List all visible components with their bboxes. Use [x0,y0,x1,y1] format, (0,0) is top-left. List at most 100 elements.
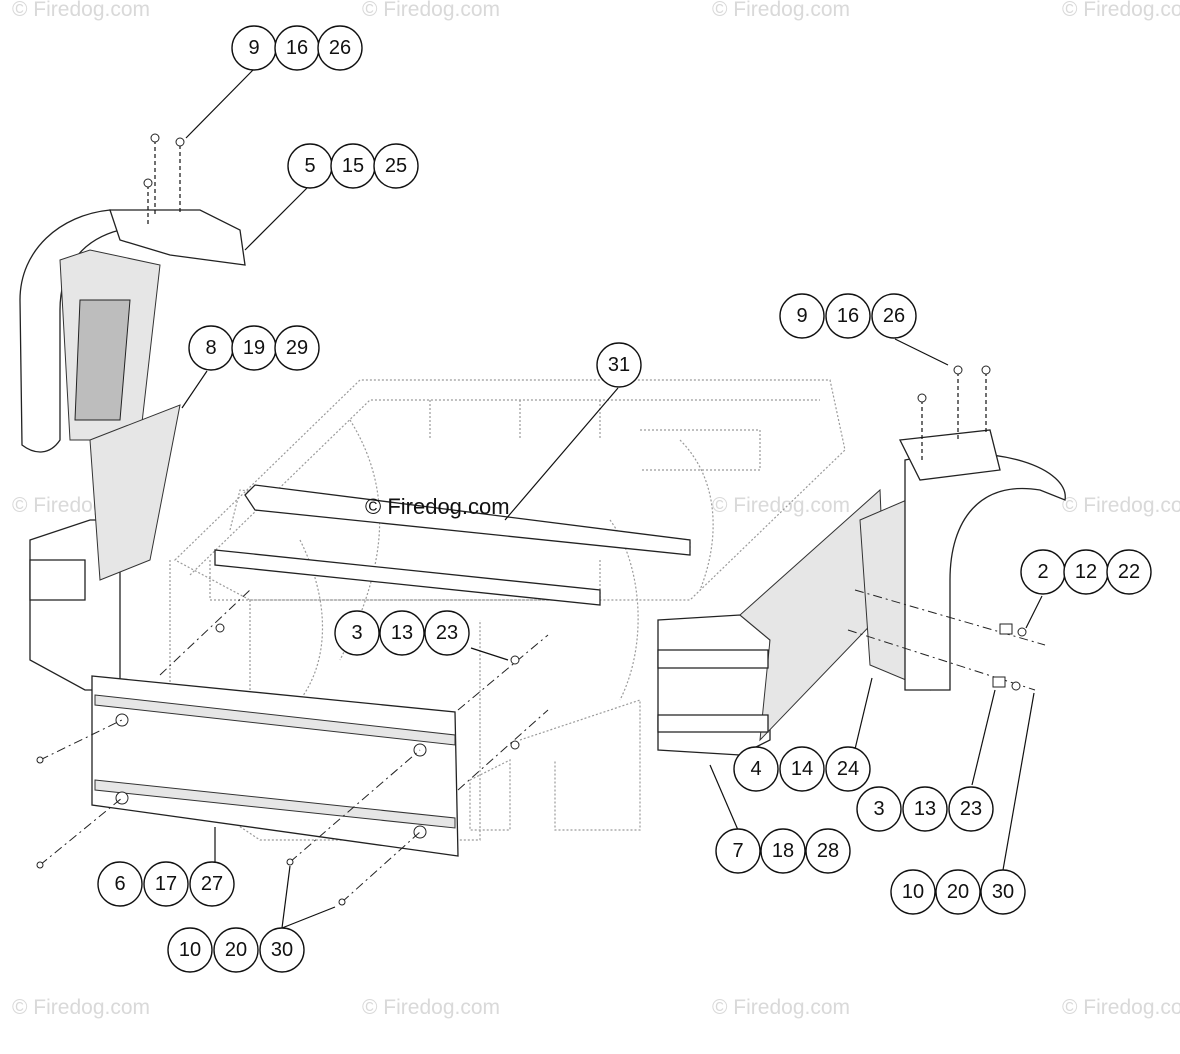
watermark-mid-3: © Firedog.com [712,494,850,517]
callout-number: 20 [225,939,247,961]
callout-number: 7 [732,840,743,862]
callout-number: 10 [902,881,924,903]
callout-number: 13 [914,798,936,820]
callout-number: 13 [391,622,413,644]
callout-bubble [596,342,642,388]
callout-bubble [825,293,871,339]
rear-center-panel [91,675,459,857]
callout-number: 2 [1037,561,1048,583]
callout-group-8-19-29: 8 19 29 [188,325,320,371]
callout-number: 18 [772,840,794,862]
callout-bubble [274,325,320,371]
callout-group-10-20-30-left: 10 20 30 [167,927,305,973]
callout-bubble [948,786,994,832]
callout-group-2-12-22: 2 12 22 [1020,549,1152,595]
right-fender-hardware [847,589,1046,691]
callout-bubble [143,861,189,907]
callout-bubble [334,610,380,656]
callout-number: 8 [205,337,216,359]
callout-bubble [871,293,917,339]
callout-number: 3 [351,622,362,644]
right-corner-bumper [657,488,886,756]
callout-bubble [97,861,143,907]
callout-bubble [1106,549,1152,595]
callout-number: 26 [329,37,351,59]
callout-number: 5 [304,155,315,177]
left-corner-bumper [29,404,181,691]
watermark-top-3: © Firedog.com [712,0,850,21]
callout-number: 10 [179,939,201,961]
callout-number: 24 [837,758,859,780]
callout-number: 9 [796,305,807,327]
watermark-top-1: © Firedog.com [12,0,150,21]
callout-number: 23 [960,798,982,820]
callout-bubble [373,143,419,189]
watermark-bottom-3: © Firedog.com [712,996,850,1019]
callout-number: 27 [201,873,223,895]
callout-bubble [856,786,902,832]
callout-number: 17 [155,873,177,895]
callout-number: 15 [342,155,364,177]
callout-bubble [902,786,948,832]
callout-bubble [715,828,761,874]
callout-bubble [189,861,235,907]
callout-group-5-15-25: 5 15 25 [287,143,419,189]
callout-bubble [935,869,981,915]
left-rear-fender [19,209,246,453]
callout-bubble [167,927,213,973]
callout-number: 25 [385,155,407,177]
watermark-center: © Firedog.com [365,494,510,519]
watermark-bottom-4: © Firedog.com [1062,996,1180,1019]
callout-bubble [259,927,305,973]
callout-group-4-14-24: 4 14 24 [733,746,871,792]
callout-bubble [825,746,871,792]
callout-group-9-16-26-right: 9 16 26 [779,293,917,339]
callout-number: 28 [817,840,839,862]
callout-number: 19 [243,337,265,359]
callout-group-10-20-30-right: 10 20 30 [890,869,1026,915]
callout-bubble [779,293,825,339]
watermark-mid-4: © Firedog.com [1062,494,1180,517]
callout-bubble [317,25,363,71]
callout-number: 12 [1075,561,1097,583]
callout-number: 14 [791,758,813,780]
callout-number: 9 [248,37,259,59]
left-fender-screws [143,133,185,225]
right-fender-screws [917,365,991,460]
callout-number: 22 [1118,561,1140,583]
callout-group-7-18-28: 7 18 28 [715,828,851,874]
watermark-top-2: © Firedog.com [362,0,500,21]
callout-group-9-16-26-left: 9 16 26 [231,25,363,71]
watermarks: © Firedog.com © Firedog.com © Firedog.co… [12,0,1180,1019]
seat-support-panel [214,484,691,606]
watermark-bottom-1: © Firedog.com [12,996,150,1019]
callout-bubble [213,927,259,973]
callout-number: 29 [286,337,308,359]
callout-number: 30 [271,939,293,961]
callout-bubble [779,746,825,792]
callout-bubble [379,610,425,656]
callout-bubble [424,610,470,656]
callout-number: 6 [114,873,125,895]
callout-bubble [733,746,779,792]
callout-bubble [890,869,936,915]
callout-number: 30 [992,881,1014,903]
callout-number: 26 [883,305,905,327]
callout-group-6-17-27: 6 17 27 [97,861,235,907]
rear-panel-fastener-lines [36,589,549,906]
callout-number: 16 [286,37,308,59]
callout-bubble [805,828,851,874]
callout-number: 16 [837,305,859,327]
watermark-top-4: © Firedog.com [1062,0,1180,21]
callout-number: 4 [750,758,761,780]
callout-group-31: 31 [596,342,642,388]
callout-bubble [760,828,806,874]
watermark-bottom-2: © Firedog.com [362,996,500,1019]
callout-bubble [980,869,1026,915]
callout-number: 20 [947,881,969,903]
